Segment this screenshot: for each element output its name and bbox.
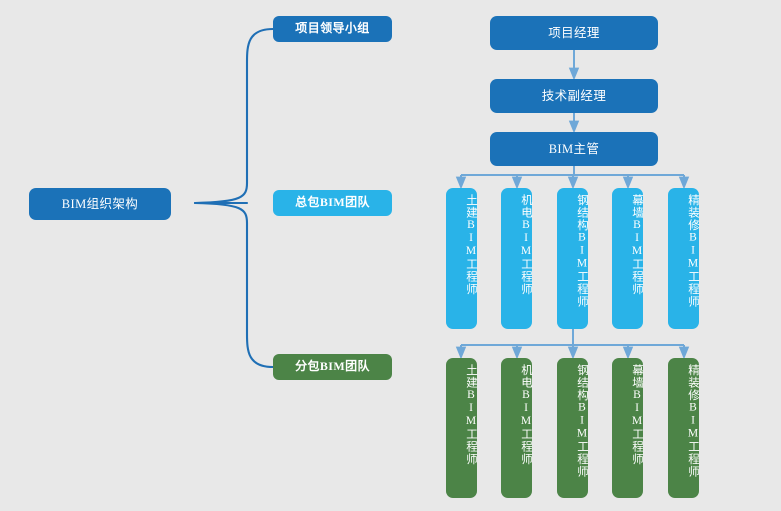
branch-label-leadership[interactable]: 项目领导小组	[273, 16, 392, 42]
chain-node-project-manager[interactable]: 项目经理	[490, 16, 658, 50]
chain-node-bim-supervisor[interactable]: BIM主管	[490, 132, 658, 166]
sub-role-interior-finishing[interactable]: 精装修BIM工程师	[668, 358, 699, 498]
branch-label-subcontractor[interactable]: 分包BIM团队	[273, 354, 392, 380]
chain-node-deputy-technical-manager[interactable]: 技术副经理	[490, 79, 658, 113]
sub-team-fanout	[455, 329, 690, 360]
sub-role-steel-structure[interactable]: 钢结构BIM工程师	[557, 358, 588, 498]
main-team-fanout	[455, 166, 690, 190]
main-role-steel-structure[interactable]: 钢结构BIM工程师	[557, 188, 588, 329]
sub-role-curtain-wall[interactable]: 幕墙BIM工程师	[612, 358, 643, 498]
root-node-bim-org-structure[interactable]: BIM组织架构	[29, 188, 171, 220]
main-role-mep[interactable]: 机电BIM工程师	[501, 188, 532, 329]
branch-label-main-contractor[interactable]: 总包BIM团队	[273, 190, 392, 216]
sub-role-civil[interactable]: 土建BIM工程师	[446, 358, 477, 498]
main-role-interior-finishing[interactable]: 精装修BIM工程师	[668, 188, 699, 329]
main-role-curtain-wall[interactable]: 幕墙BIM工程师	[612, 188, 643, 329]
curly-brace-connector	[193, 27, 275, 369]
main-role-civil[interactable]: 土建BIM工程师	[446, 188, 477, 329]
sub-role-mep[interactable]: 机电BIM工程师	[501, 358, 532, 498]
